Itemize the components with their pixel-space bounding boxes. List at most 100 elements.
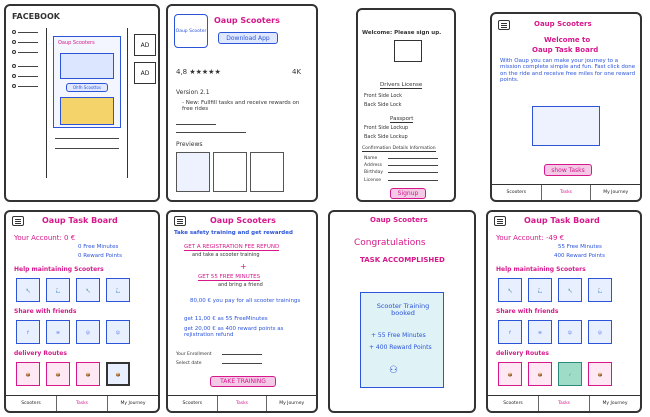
frame-signup: Welcome: Please sign up. Drivers License… [356, 8, 456, 202]
tab-scooters[interactable]: Scooters [506, 190, 527, 195]
confirmation-info-label: Confirmation Details Information [362, 146, 436, 153]
facebook-post-map [60, 53, 114, 79]
tab-bar: Scooters Tasks My Journey [488, 395, 640, 411]
frame-app-store: Oaup Scooter Oaup Scooters Download App … [166, 4, 318, 202]
reward-card-title: Scooter Training booked [376, 302, 430, 318]
preview-thumbnails [176, 152, 284, 192]
training-detail-1: get 11,00 € as 55 FreeMinutes [184, 316, 268, 322]
date-label: Select date [176, 361, 202, 366]
front-side-option[interactable]: Front Side Lock [364, 93, 403, 99]
reward-card-points: + 400 Reward Points [369, 344, 432, 351]
passport-back-option[interactable]: Back Side Lockup [364, 134, 408, 140]
task-tile[interactable]: 📦 [76, 362, 100, 386]
date-field[interactable]: Select date [176, 361, 262, 366]
delivery-section-title: delivery Routes [496, 350, 549, 357]
task-tile[interactable]: 📦 [46, 362, 70, 386]
field-label: License [364, 177, 381, 183]
congrats-heading: Congratulations [354, 238, 426, 248]
task-tile[interactable]: 🛴 [106, 278, 130, 302]
app-rating: 4,8 ★★★★★ [176, 68, 221, 76]
task-tile[interactable]: f [16, 320, 40, 344]
field-label: Birthday [364, 170, 384, 176]
task-tile[interactable]: 🛴 [528, 278, 552, 302]
app-title: Oaup Scooters [214, 16, 280, 25]
tab-scooters[interactable]: Scooters [21, 401, 41, 406]
task-tile[interactable]: ✉ [528, 320, 552, 344]
training-subtitle: Take safety training and get rewarded [174, 230, 293, 236]
task-tile[interactable]: 🔧 [498, 278, 522, 302]
task-tile[interactable]: ☺ [106, 320, 130, 344]
app-title: Oaup Scooters [370, 216, 428, 224]
task-tile[interactable]: ☺ [558, 320, 582, 344]
tab-tasks[interactable]: Tasks [540, 185, 591, 200]
frame-task-board-updated: Oaup Task Board Your Account: -49 € 55 F… [486, 210, 642, 413]
tab-scooters[interactable]: Scooters [503, 401, 523, 406]
drivers-license-label: Drivers License [380, 82, 423, 90]
task-tile[interactable]: 🔧 [16, 278, 40, 302]
task-tile[interactable]: ☺ [588, 320, 612, 344]
facebook-ad-box-1[interactable]: AD [134, 34, 156, 56]
welcome-illustration [532, 106, 600, 146]
tab-tasks[interactable]: Tasks [538, 396, 589, 411]
reward-card-minutes: + 55 Free Minutes [371, 332, 426, 339]
show-tasks-button[interactable]: show Tasks [544, 164, 592, 176]
task-tile[interactable]: ✉ [46, 320, 70, 344]
task-tile[interactable]: 🔧 [76, 278, 100, 302]
reward-points: 0 Reward Points [78, 253, 122, 259]
task-tile[interactable]: f [498, 320, 522, 344]
plus-sign: + [240, 262, 247, 271]
task-tile[interactable]: 🔧 [558, 278, 582, 302]
menu-icon[interactable] [12, 216, 24, 226]
back-side-option[interactable]: Back Side Lock [364, 102, 402, 108]
task-tile[interactable]: 📦 [16, 362, 40, 386]
tab-tasks[interactable]: Tasks [56, 396, 107, 411]
passport-front-option[interactable]: Front Side Lockup [364, 125, 409, 131]
facebook-title: FACEBOOK [12, 12, 60, 21]
facebook-sidebar [12, 30, 42, 94]
app-reviews: 4K [292, 68, 302, 76]
task-tile[interactable]: 🛴 [46, 278, 70, 302]
frame-welcome: Oaup Scooters Welcome to Oaup Task Board… [490, 12, 642, 202]
account-balance: Your Account: 0 € [14, 234, 76, 242]
tab-my-journey[interactable]: My Journey [266, 396, 316, 411]
task-board-heading: Oaup Task Board [532, 46, 599, 54]
frame-task-board: Oaup Task Board Your Account: 0 € 0 Free… [4, 210, 160, 413]
app-version: Version 2.1 [176, 89, 210, 96]
signup-button[interactable]: Signup [390, 188, 426, 199]
ad-label: AD [140, 41, 150, 49]
share-section-title: Share with friends [14, 308, 77, 315]
welcome-description: With Oaup you can make your journey to a… [500, 58, 636, 83]
tab-scooters[interactable]: Scooters [182, 401, 203, 406]
facebook-post-ad[interactable]: Oaup Scooters Ohfh Scoottos [53, 36, 121, 128]
scooter-icon: ⚇ [389, 365, 398, 376]
reward-points: 400 Reward Points [554, 253, 605, 259]
menu-icon[interactable] [174, 216, 186, 226]
take-training-button[interactable]: TAKE TRAINING [210, 376, 276, 387]
facebook-ad-box-2[interactable]: AD [134, 62, 156, 84]
task-tile[interactable]: 📦 [588, 362, 612, 386]
free-minutes: 55 Free Minutes [558, 244, 602, 250]
facebook-post-button[interactable]: Ohfh Scoottos [66, 83, 108, 92]
tab-tasks[interactable]: Tasks [216, 396, 267, 411]
task-tile[interactable]: 📦 [528, 362, 552, 386]
app-logo: Oaup Scooter [174, 14, 208, 48]
tab-bar: Scooters Tasks My Journey [6, 395, 158, 411]
task-tile[interactable]: 📦 [498, 362, 522, 386]
menu-icon[interactable] [494, 216, 506, 226]
share-section-title: Share with friends [496, 308, 559, 315]
enrollment-field[interactable]: Your Enrollment [176, 352, 262, 357]
tab-my-journey[interactable]: My Journey [107, 396, 158, 411]
download-button[interactable]: Download App [218, 32, 278, 44]
field-label: Address [364, 163, 382, 169]
enrollment-label: Your Enrollment [176, 352, 212, 357]
tab-bar: Scooters Tasks My Journey [492, 184, 640, 200]
task-tile-completed[interactable]: ✓ [558, 362, 582, 386]
registration-refund-sub: and take a scooter training [192, 252, 260, 258]
tab-my-journey[interactable]: My Journey [589, 396, 640, 411]
menu-icon[interactable] [498, 20, 510, 30]
tab-my-journey[interactable]: My Journey [590, 185, 640, 200]
task-tile[interactable]: 🛴 [588, 278, 612, 302]
task-tile-selected[interactable]: 📦 [106, 362, 130, 386]
preview-image [250, 152, 284, 192]
task-tile[interactable]: ☺ [76, 320, 100, 344]
